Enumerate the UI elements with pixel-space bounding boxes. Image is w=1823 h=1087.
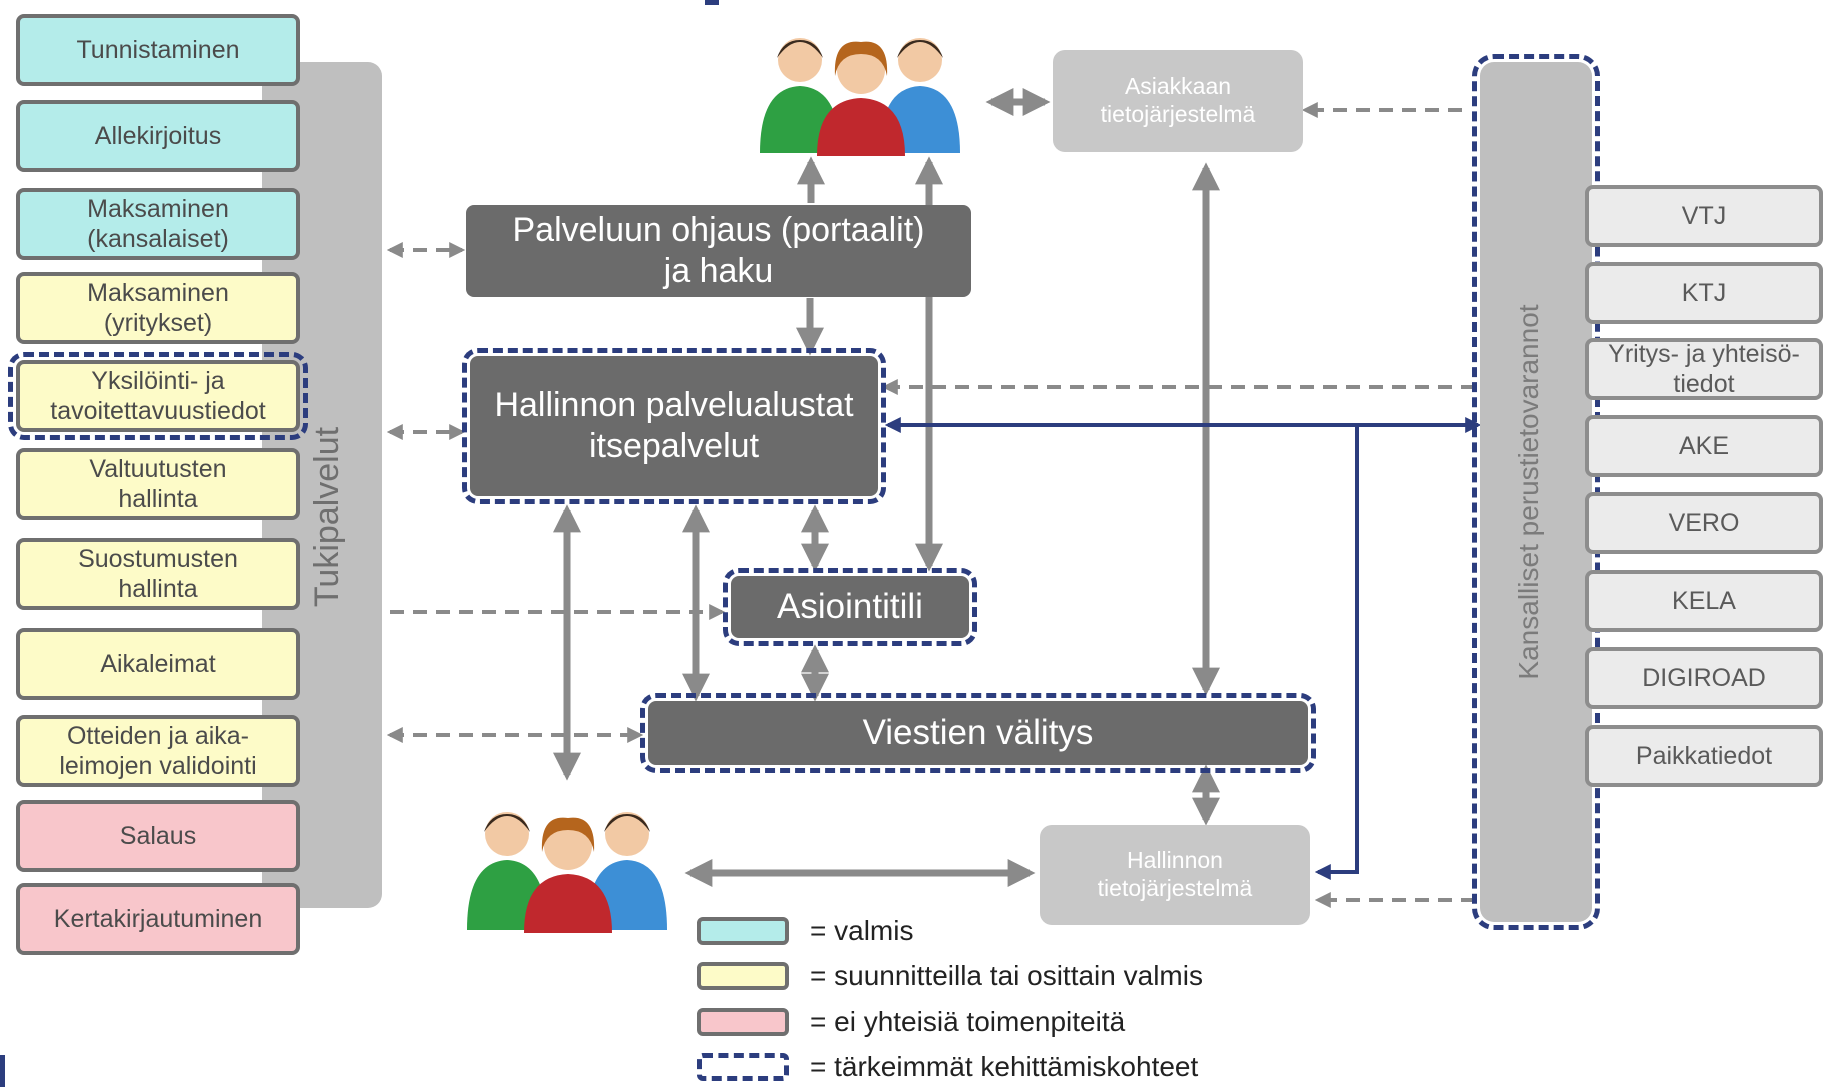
legend-text-ei_toimenpiteita: = ei yhteisiä toimenpiteitä [810, 1006, 1126, 1037]
legend-swatch-suunnitteilla [697, 962, 789, 990]
support-service-3: Maksaminen (kansalaiset) [16, 188, 300, 260]
legend-text-valmis: = valmis [810, 915, 914, 946]
messaging-box: Viestien välitys [640, 693, 1316, 773]
corner-mark [0, 1055, 5, 1087]
support-service-5: Yksilöinti- ja tavoitettavuustiedot [8, 352, 308, 440]
registry-4: AKE [1585, 415, 1823, 477]
registry-3: Yritys- ja yhteisö- tiedot [1585, 338, 1823, 400]
corner-mark [705, 0, 719, 5]
registry-7: DIGIROAD [1585, 647, 1823, 709]
legend-text-key_focus: = tärkeimmät kehittämiskohteet [810, 1051, 1199, 1082]
support-service-2: Allekirjoitus [16, 100, 300, 172]
gov-system-box: Hallinnon tietojärjestelmä [1040, 825, 1310, 925]
registry-2: KTJ [1585, 262, 1823, 324]
support-service-9: Otteiden ja aika- leimojen validointi [16, 715, 300, 787]
support-service-11: Kertakirjautuminen [16, 883, 300, 955]
support-services-label: Tukipalvelut [308, 426, 346, 608]
national-registries-panel [1472, 54, 1600, 930]
legend-swatch-key_focus [697, 1053, 789, 1081]
support-service-8: Aikaleimat [16, 628, 300, 700]
user-group-icon [755, 28, 970, 158]
legend-swatch-ei_toimenpiteita [697, 1008, 789, 1036]
support-service-7: Suostumusten hallinta [16, 538, 300, 610]
support-service-4: Maksaminen (yritykset) [16, 272, 300, 344]
service-platforms-box: Hallinnon palvelualustat itsepalvelut [462, 348, 886, 504]
support-service-10: Salaus [16, 800, 300, 872]
national-registries-label: Kansalliset perustietovarannot [1513, 304, 1544, 680]
support-service-1: Tunnistaminen [16, 14, 300, 86]
portal-box: Palveluun ohjaus (portaalit) ja haku [466, 205, 971, 297]
support-service-6: Valtuutusten hallinta [16, 448, 300, 520]
user-group-icon [462, 800, 677, 935]
account-box: Asiointitili [723, 568, 977, 646]
legend-swatch-valmis [697, 917, 789, 945]
registry-5: VERO [1585, 492, 1823, 554]
registry-1: VTJ [1585, 185, 1823, 247]
customer-system-box: Asiakkaan tietojärjestelmä [1053, 50, 1303, 152]
registry-8: Paikkatiedot [1585, 725, 1823, 787]
registry-6: KELA [1585, 570, 1823, 632]
legend-text-suunnitteilla: = suunnitteilla tai osittain valmis [810, 960, 1203, 991]
